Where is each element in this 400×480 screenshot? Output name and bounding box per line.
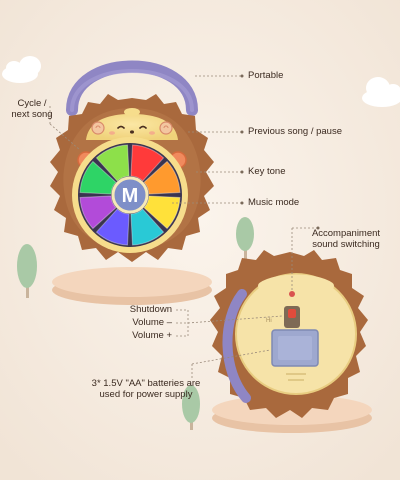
callout-dots — [240, 74, 320, 230]
left-eye — [117, 125, 125, 129]
music-mode-center-button[interactable] — [111, 176, 149, 214]
cloud-left-decoration — [2, 56, 41, 83]
callout-cycle-next-song: Cycle / next song — [6, 98, 58, 120]
callout-batteries: 3* 1.5V "AA" batteries are used for powe… — [66, 378, 226, 400]
color-key-1[interactable] — [130, 144, 165, 182]
color-key-2[interactable] — [143, 160, 181, 195]
toy-front: M — [50, 60, 214, 262]
callout-previous-song-pause: Previous song / pause — [248, 126, 343, 137]
callout-accompaniment: Accompaniment sound switching — [296, 228, 396, 250]
tree-left-decoration — [17, 244, 37, 298]
callout-key-tone: Key tone — [248, 166, 286, 177]
color-key-5[interactable] — [95, 208, 130, 246]
callout-cycle-line-1: Cycle / — [17, 98, 47, 109]
callout-music-mode: Music mode — [248, 197, 300, 208]
center-button-letter: M — [122, 185, 139, 207]
right-eye — [139, 125, 147, 129]
back-small-text: Hi — [266, 318, 272, 324]
color-key-7[interactable] — [79, 160, 117, 195]
callout-lines — [49, 75, 318, 380]
callout-batteries-line-2: used for power supply — [99, 389, 193, 400]
callout-portable: Portable — [248, 70, 284, 81]
callout-accompaniment-line-1: Accompaniment — [311, 228, 381, 239]
left-ear — [91, 121, 105, 135]
tree-middle-decoration — [236, 217, 254, 262]
color-key-3[interactable] — [143, 195, 181, 230]
handle-rim-back — [222, 289, 251, 403]
callout-cycle-line-2: next song — [11, 109, 53, 120]
pedestal-front — [52, 267, 212, 305]
accompaniment-switch[interactable] — [289, 291, 295, 297]
color-key-4[interactable] — [130, 208, 165, 246]
cloud-right-decoration — [362, 77, 400, 107]
color-key-8[interactable] — [95, 144, 130, 182]
callout-accompaniment-line-2: sound switching — [312, 239, 380, 250]
hedgehog-face — [86, 114, 178, 140]
right-ear — [159, 121, 173, 135]
color-key-6[interactable] — [79, 195, 117, 230]
tree-bottom-decoration — [182, 385, 200, 430]
nose — [130, 130, 134, 134]
callout-volume-plus: Volume + — [132, 330, 172, 341]
callout-batteries-line-1: 3* 1.5V "AA" batteries are — [91, 378, 201, 389]
color-keys-group — [79, 144, 181, 246]
callout-volume-minus: Volume – — [132, 317, 172, 328]
callout-shutdown: Shutdown — [129, 304, 172, 315]
toy-back: Hi — [210, 250, 368, 418]
